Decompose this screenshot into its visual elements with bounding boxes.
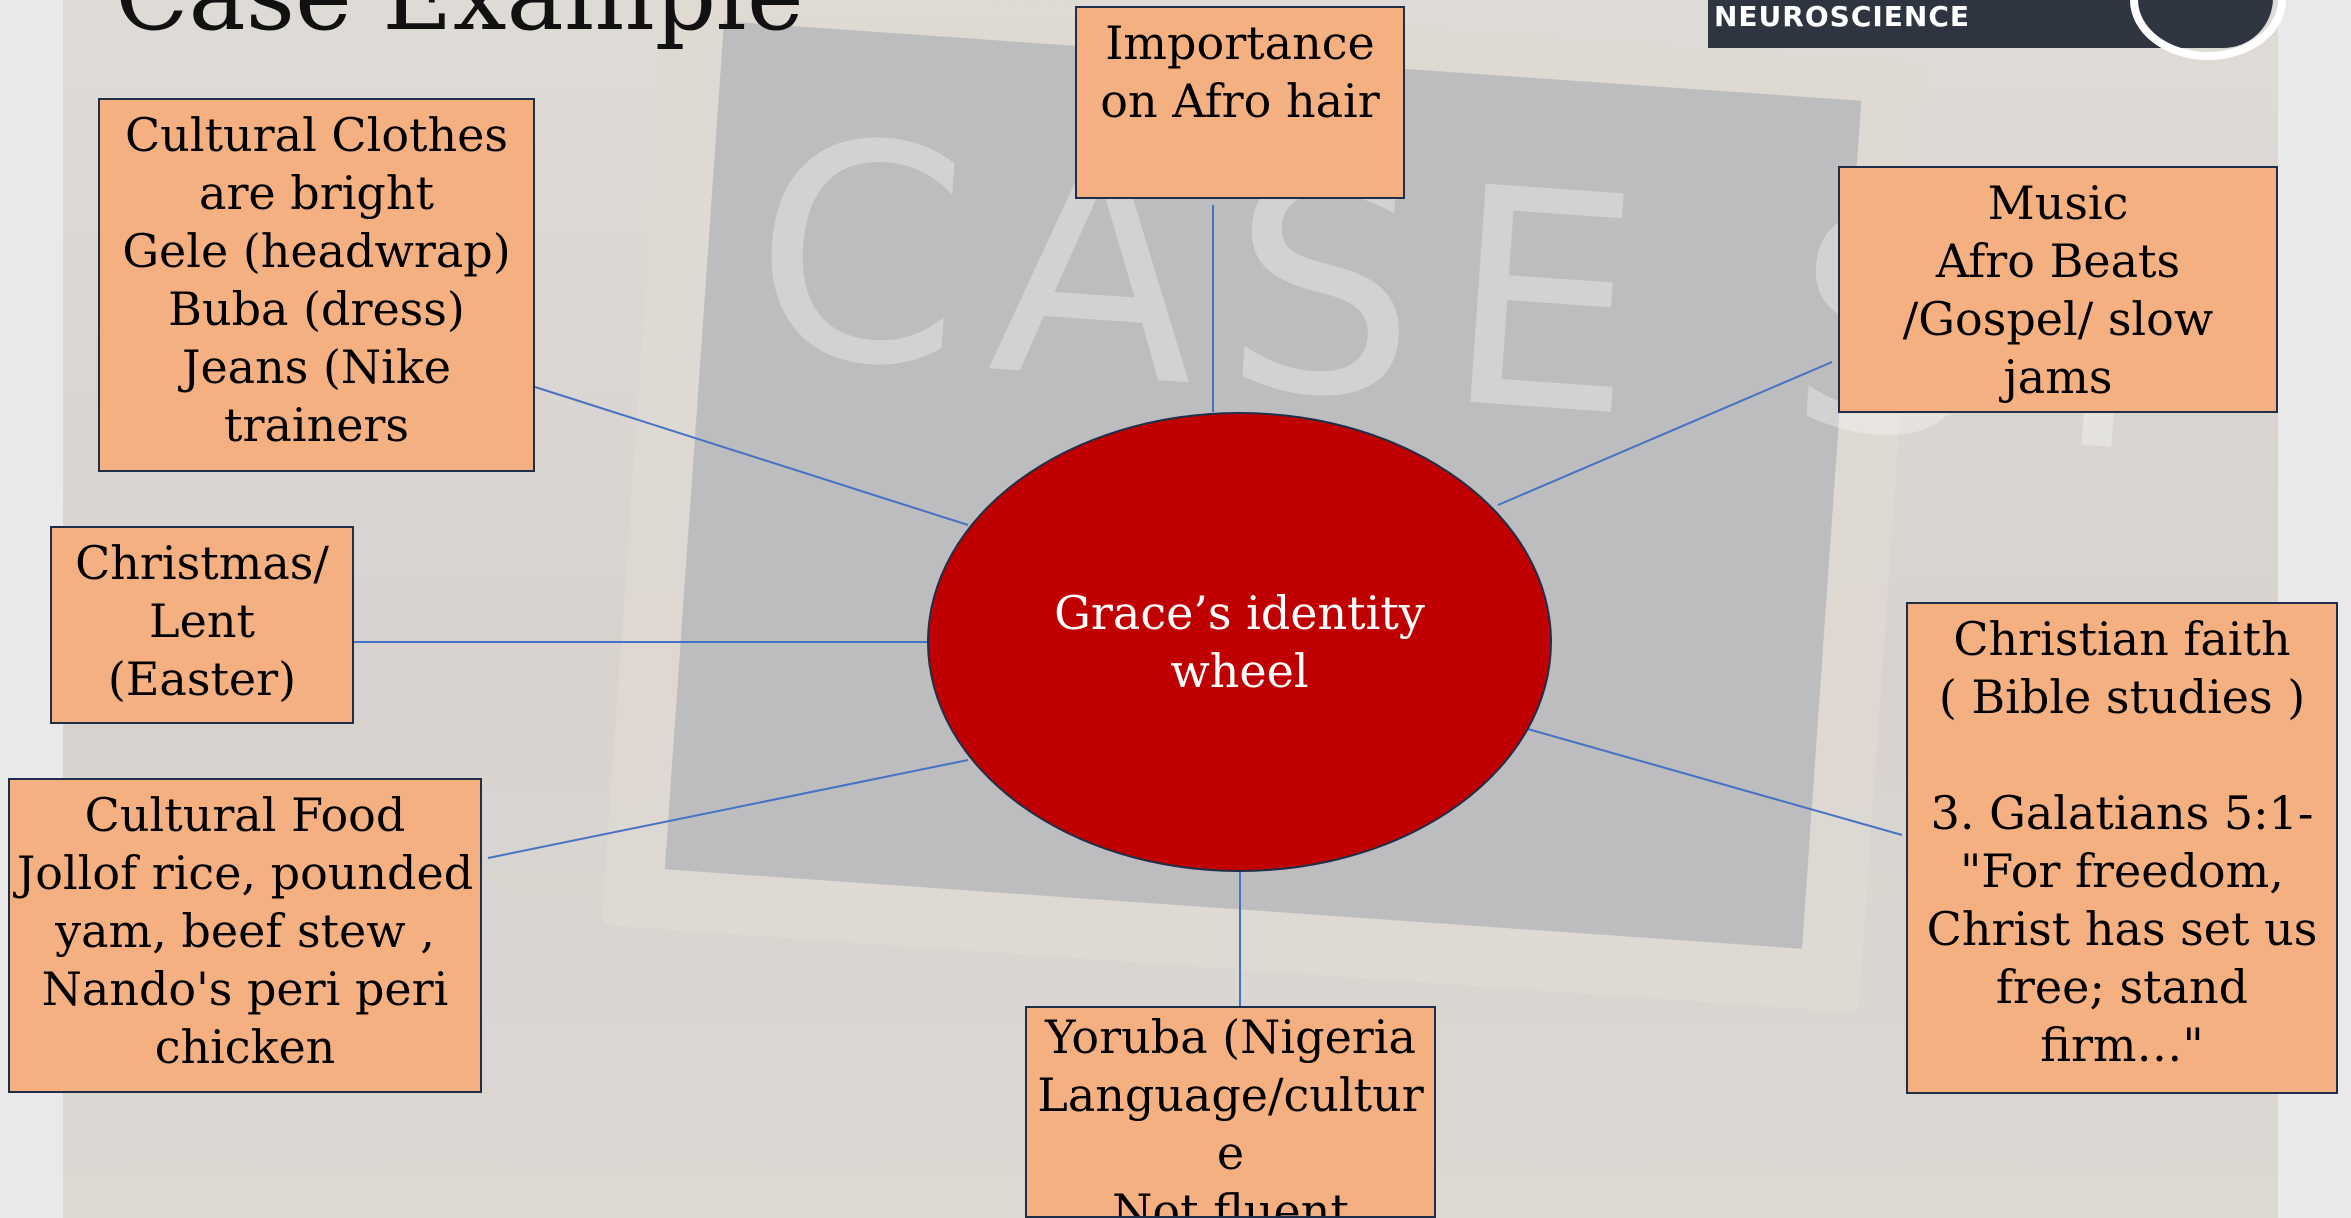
node-holidays: Christmas/ Lent (Easter) — [50, 526, 354, 724]
node-christian-faith: Christian faith ( Bible studies ) 3. Gal… — [1906, 602, 2338, 1094]
node-cultural-food: Cultural Food Jollof rice, pounded yam, … — [8, 778, 482, 1093]
identity-wheel-hub: Grace’s identity wheel — [927, 412, 1552, 872]
node-music: Music Afro Beats /Gospel/ slow jams — [1838, 166, 2278, 413]
node-afro-hair: Importance on Afro hair — [1075, 6, 1405, 199]
connector-food — [487, 759, 969, 859]
connector-clothes — [534, 386, 969, 526]
connector-music — [1497, 361, 1833, 506]
node-yoruba-language: Yoruba (Nigeria Language/cultur e Not fl… — [1025, 1006, 1436, 1218]
connector-faith — [1509, 723, 1903, 836]
slide-title: Case Example — [115, 0, 804, 44]
logo-text: NEUROSCIENCE — [1714, 0, 1971, 33]
node-cultural-clothes: Cultural Clothes are bright Gele (headwr… — [98, 98, 535, 472]
